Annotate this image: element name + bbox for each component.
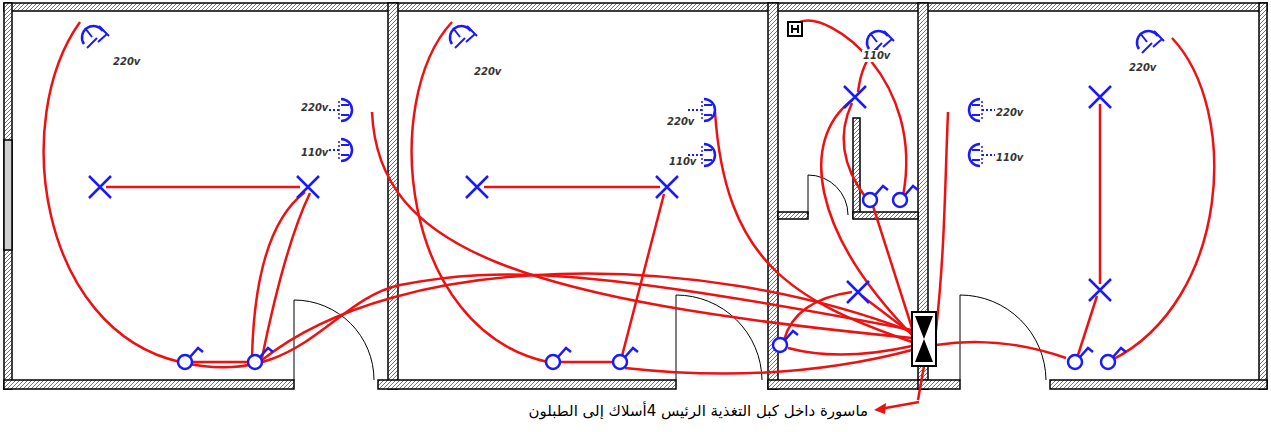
voltage-label: 220v xyxy=(1128,62,1157,74)
voltage-label: 220v xyxy=(112,56,141,68)
voltage-label: 110v xyxy=(300,147,329,159)
voltage-label: 220v xyxy=(300,102,329,114)
voltage-label: 110v xyxy=(995,152,1024,164)
voltage-label: 220v xyxy=(473,66,502,78)
voltage-label: 220v xyxy=(995,107,1024,119)
voltage-label: 110v xyxy=(668,156,697,168)
voltage-label: 110v xyxy=(862,50,891,62)
voltage-label: 220v xyxy=(666,116,695,128)
cable-note: ماسورة داخل كبل التغذية الرئيس 4أسلاك إل… xyxy=(527,402,870,420)
